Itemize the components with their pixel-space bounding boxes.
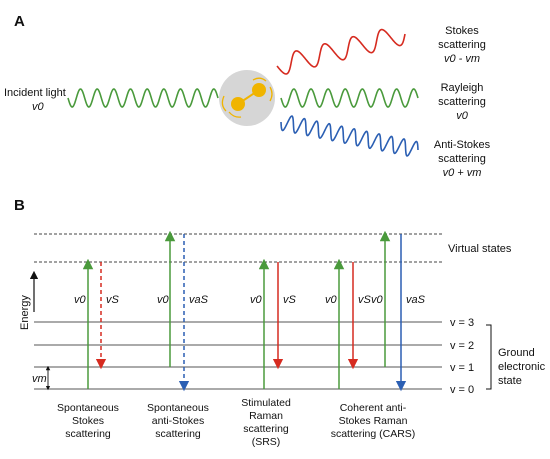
p3-pump-label: v0 (250, 294, 263, 306)
p4-pump-label: v0 (325, 294, 338, 306)
level-v2-label: v = 2 (450, 340, 474, 352)
svg-text:Stokes: Stokes (445, 25, 479, 37)
p1-stokes-label: vS (106, 294, 120, 306)
svg-text:scattering: scattering (155, 428, 201, 440)
svg-text:Ground: Ground (498, 347, 535, 359)
panel-b-label: B (14, 197, 25, 214)
p4-caption: Coherent anti- Stokes Raman scattering (… (331, 402, 416, 440)
p2-anti-stokes-label: vaS (189, 294, 209, 306)
svg-text:v0: v0 (456, 110, 469, 122)
p2-caption: Spontaneous anti-Stokes scattering (147, 402, 209, 440)
incident-wave (67, 88, 219, 108)
svg-text:v0 + vm: v0 + vm (443, 167, 482, 179)
svg-text:Stimulated: Stimulated (241, 397, 291, 409)
svg-text:electronic: electronic (498, 361, 546, 373)
svg-text:Coherent anti-: Coherent anti- (340, 402, 407, 414)
vm-label: vm (32, 373, 47, 385)
rayleigh-wave (280, 88, 419, 108)
incident-label: Incident light (4, 87, 66, 99)
p3-caption: Stimulated Raman scattering (SRS) (241, 397, 291, 448)
p3-stokes-label: vS (283, 294, 297, 306)
anti-stokes-wave (280, 115, 419, 157)
incident-freq: v0 (32, 101, 45, 113)
level-v3-label: v = 3 (450, 317, 474, 329)
p1-caption: Spontaneous Stokes scattering (57, 402, 119, 440)
p2-pump-label: v0 (157, 294, 170, 306)
svg-text:scattering: scattering (65, 428, 111, 440)
anti-stokes-label: Anti-Stokes scattering v0 + vm (434, 139, 491, 179)
level-v0-label: v = 0 (450, 384, 474, 396)
svg-text:scattering: scattering (438, 96, 486, 108)
molecule (219, 70, 275, 126)
svg-text:Anti-Stokes: Anti-Stokes (434, 139, 491, 151)
svg-text:Stokes: Stokes (72, 415, 104, 427)
stokes-wave (276, 28, 406, 75)
svg-text:Spontaneous: Spontaneous (57, 402, 119, 414)
virtual-states-label: Virtual states (448, 243, 512, 255)
p4-anti-stokes-label: vaS (406, 294, 426, 306)
stokes-label: Stokes scattering v0 - vm (438, 25, 486, 65)
svg-text:Raman: Raman (249, 410, 283, 422)
svg-text:anti-Stokes: anti-Stokes (152, 415, 205, 427)
panel-a-label: A (14, 13, 25, 30)
svg-text:Rayleigh: Rayleigh (441, 82, 484, 94)
svg-text:v0 - vm: v0 - vm (444, 53, 480, 65)
svg-text:scattering: scattering (438, 39, 486, 51)
energy-axis-label: Energy (19, 295, 31, 330)
rayleigh-label: Rayleigh scattering v0 (438, 82, 486, 122)
p4-stokes-label: vS (358, 294, 372, 306)
p4-probe-label: v0 (371, 294, 384, 306)
ground-state-label: Ground electronic state (498, 347, 546, 387)
svg-text:Stokes Raman: Stokes Raman (339, 415, 408, 427)
ground-state-bracket (486, 324, 492, 390)
level-v1-label: v = 1 (450, 362, 474, 374)
svg-text:scattering: scattering (243, 423, 289, 435)
p1-pump-label: v0 (74, 294, 87, 306)
svg-text:state: state (498, 375, 522, 387)
svg-text:scattering (CARS): scattering (CARS) (331, 428, 416, 440)
svg-text:scattering: scattering (438, 153, 486, 165)
svg-text:(SRS): (SRS) (252, 436, 281, 448)
svg-text:Spontaneous: Spontaneous (147, 402, 209, 414)
